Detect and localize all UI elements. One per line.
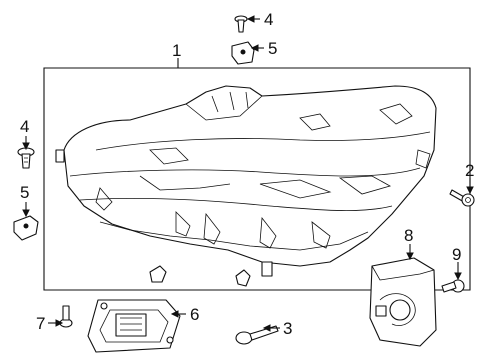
callout-5-top: 5 [268, 39, 277, 58]
bolt [235, 325, 279, 345]
callout-8: 8 [404, 226, 413, 245]
callout-4-left: 4 [20, 117, 29, 136]
control-module [87, 299, 181, 353]
callout-4-top: 4 [264, 10, 273, 29]
callout-5-left: 5 [20, 183, 29, 202]
adjuster-screw [449, 189, 475, 207]
headlamp-assembly [55, 85, 437, 277]
callout-7: 7 [36, 314, 45, 333]
callout-1: 1 [172, 41, 181, 60]
headlamp-module [369, 257, 437, 347]
clip-left [149, 265, 167, 283]
push-pin-left [17, 147, 35, 169]
callout-9: 9 [452, 245, 461, 264]
module-bolt [441, 279, 465, 293]
screw [59, 305, 73, 328]
callout-3: 3 [283, 319, 292, 338]
push-pin-top [234, 15, 248, 33]
clip-nut-left [13, 215, 39, 241]
callout-2: 2 [465, 161, 474, 180]
clip-right [235, 269, 251, 287]
leader-lines [22, 15, 474, 332]
callout-6: 6 [190, 305, 199, 324]
clip-nut-top [231, 41, 255, 65]
assembly-frame [43, 67, 471, 291]
